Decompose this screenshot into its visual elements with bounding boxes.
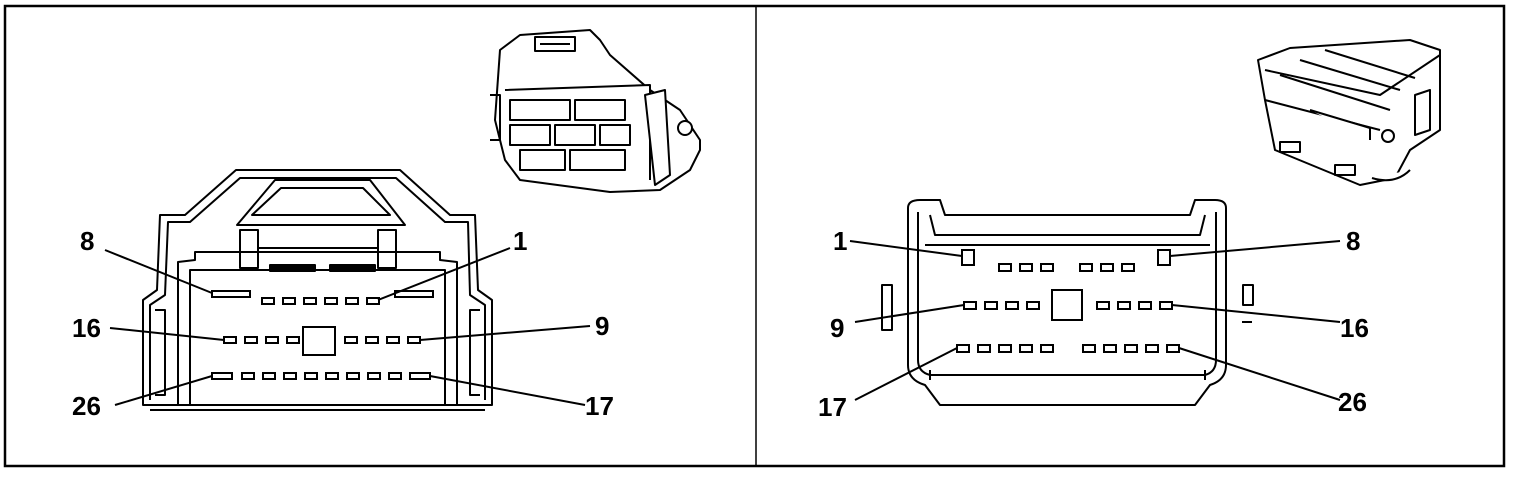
left-label-pin-16: 16 [72, 313, 101, 343]
right-pin-row-3 [956, 344, 1180, 353]
left-label-pin-1: 1 [513, 226, 527, 256]
left-leader-lines [104, 247, 591, 406]
right-label-pin-17: 17 [818, 392, 847, 422]
right-panel: 1 8 9 16 17 26 [818, 39, 1441, 422]
left-label-pin-26: 26 [72, 391, 101, 421]
left-connector-thumbnail [490, 29, 701, 193]
left-label-pin-8: 8 [80, 226, 94, 256]
right-label-pin-16: 16 [1340, 313, 1369, 343]
left-pin-row-2 [223, 326, 421, 356]
right-leader-lines [849, 240, 1341, 401]
right-connector-face [881, 199, 1254, 406]
right-label-pin-9: 9 [830, 313, 844, 343]
left-pin-row-1 [211, 290, 434, 305]
right-label-pin-8: 8 [1346, 226, 1360, 256]
outer-frame [3, 4, 1506, 468]
left-panel: 8 1 16 9 26 17 [72, 29, 701, 421]
right-label-pin-1: 1 [833, 226, 847, 256]
left-label-pin-17: 17 [585, 391, 614, 421]
right-pin-row-2 [963, 289, 1173, 321]
right-connector-thumbnail [1257, 39, 1441, 186]
right-pin-row-1 [961, 249, 1171, 272]
right-label-pin-26: 26 [1338, 387, 1367, 417]
left-pin-row-3 [211, 372, 431, 380]
left-label-pin-9: 9 [595, 311, 609, 341]
left-connector-face [142, 169, 493, 411]
